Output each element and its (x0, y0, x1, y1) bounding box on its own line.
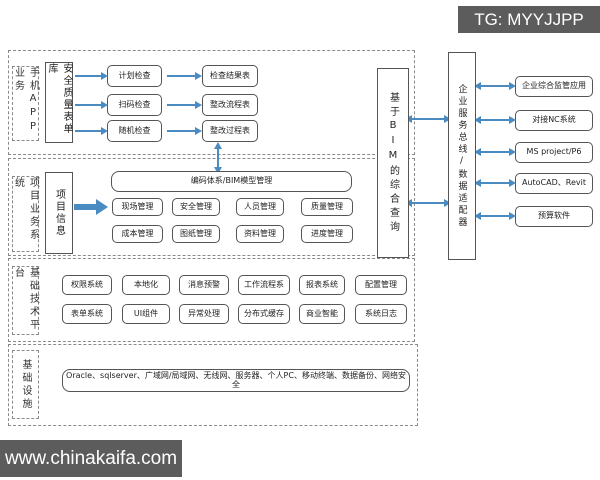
arrow-library-to-check2 (75, 101, 108, 109)
project-business-layer-band (8, 158, 415, 256)
platform-workflow: 工作流程系 (238, 275, 290, 295)
platform-report-system: 报表系统 (299, 275, 345, 295)
check-box-planned: 计划检查 (107, 65, 162, 87)
enterprise-service-bus-box: 企业服务总线/数据适配器 (448, 52, 476, 260)
safety-quality-form-library-box: 安全质量表单库 (45, 62, 73, 143)
arrow-esb-external2 (474, 116, 516, 124)
platform-distributed-cache: 分布式缓存 (238, 304, 290, 324)
arrow-esb-external3 (474, 148, 516, 156)
platform-config-mgmt: 配置管理 (355, 275, 407, 295)
arrow-bimquery-esb-top (405, 115, 451, 123)
website-watermark-banner: www.chinakaifa.com (0, 440, 182, 477)
arrow-projectinfo-to-modules (74, 199, 108, 215)
check-box-random: 随机检查 (107, 120, 162, 142)
external-ms-project-p6: MS project/P6 (515, 142, 593, 163)
result-box-check-results: 检查结果表 (202, 65, 258, 87)
platform-ui-components: UI组件 (122, 304, 170, 324)
platform-localization: 本地化 (122, 275, 170, 295)
arrow-esb-external5 (474, 212, 516, 220)
platform-layer-band (8, 258, 415, 342)
module-cost-mgmt: 成本管理 (112, 225, 163, 243)
telegram-watermark-banner: TG: MYYJJPP (458, 6, 600, 33)
result-box-rectify-process: 整改过程表 (202, 120, 258, 142)
platform-system-log: 系统日志 (355, 304, 407, 324)
platform-message-alert: 消息预警 (179, 275, 229, 295)
external-budget-software: 预算软件 (515, 206, 593, 227)
arrow-bimquery-esb-bottom (405, 199, 451, 207)
module-drawing-mgmt: 图纸管理 (172, 225, 220, 243)
module-quality-mgmt: 质量管理 (301, 198, 353, 216)
arrow-results-to-coding-vertical (214, 142, 222, 174)
platform-layer-label: 基础技术平台 (12, 266, 39, 335)
infrastructure-items-box: Oracle、sqlserver、广域网/局域网、无线网、服务器、个人PC、移动… (62, 369, 410, 392)
platform-permission-system: 权限系统 (62, 275, 112, 295)
mobile-app-layer-label: 手机APP业务 (12, 66, 39, 141)
module-document-mgmt: 资料管理 (236, 225, 284, 243)
project-info-box: 项目信息 (45, 172, 73, 254)
module-schedule-mgmt: 进度管理 (301, 225, 353, 243)
check-box-scan: 扫码检查 (107, 94, 162, 116)
result-box-rectify-flow: 整改流程表 (202, 94, 258, 116)
infrastructure-layer-band (8, 344, 418, 426)
platform-form-system: 表单系统 (62, 304, 112, 324)
platform-exception-handling: 异常处理 (179, 304, 229, 324)
mobile-app-layer-band (8, 50, 415, 155)
project-business-layer-label: 项目业务系统 (12, 176, 39, 252)
arrow-esb-external1 (474, 82, 516, 90)
coding-bim-model-box: 编码体系/BIM模型管理 (111, 171, 352, 192)
platform-business-intelligence: 商业智能 (299, 304, 345, 324)
arrow-library-to-check1 (75, 72, 108, 80)
arrow-check3-to-result3 (167, 127, 202, 135)
arrow-check2-to-result2 (167, 101, 202, 109)
external-enterprise-supervision-app: 企业综合监管应用 (515, 76, 593, 97)
module-safety-mgmt: 安全管理 (172, 198, 220, 216)
arrow-check1-to-result1 (167, 72, 202, 80)
external-nc-system: 对接NC系统 (515, 110, 593, 131)
arrow-library-to-check3 (75, 127, 108, 135)
bim-comprehensive-query-box: 基于BIM的综合查询 (377, 68, 409, 258)
arrow-esb-external4 (474, 179, 516, 187)
infrastructure-layer-label: 基础设施 (12, 350, 39, 419)
module-personnel-mgmt: 人员管理 (236, 198, 284, 216)
module-site-mgmt: 现场管理 (112, 198, 163, 216)
external-autocad-revit: AutoCAD、Revit (515, 173, 593, 194)
